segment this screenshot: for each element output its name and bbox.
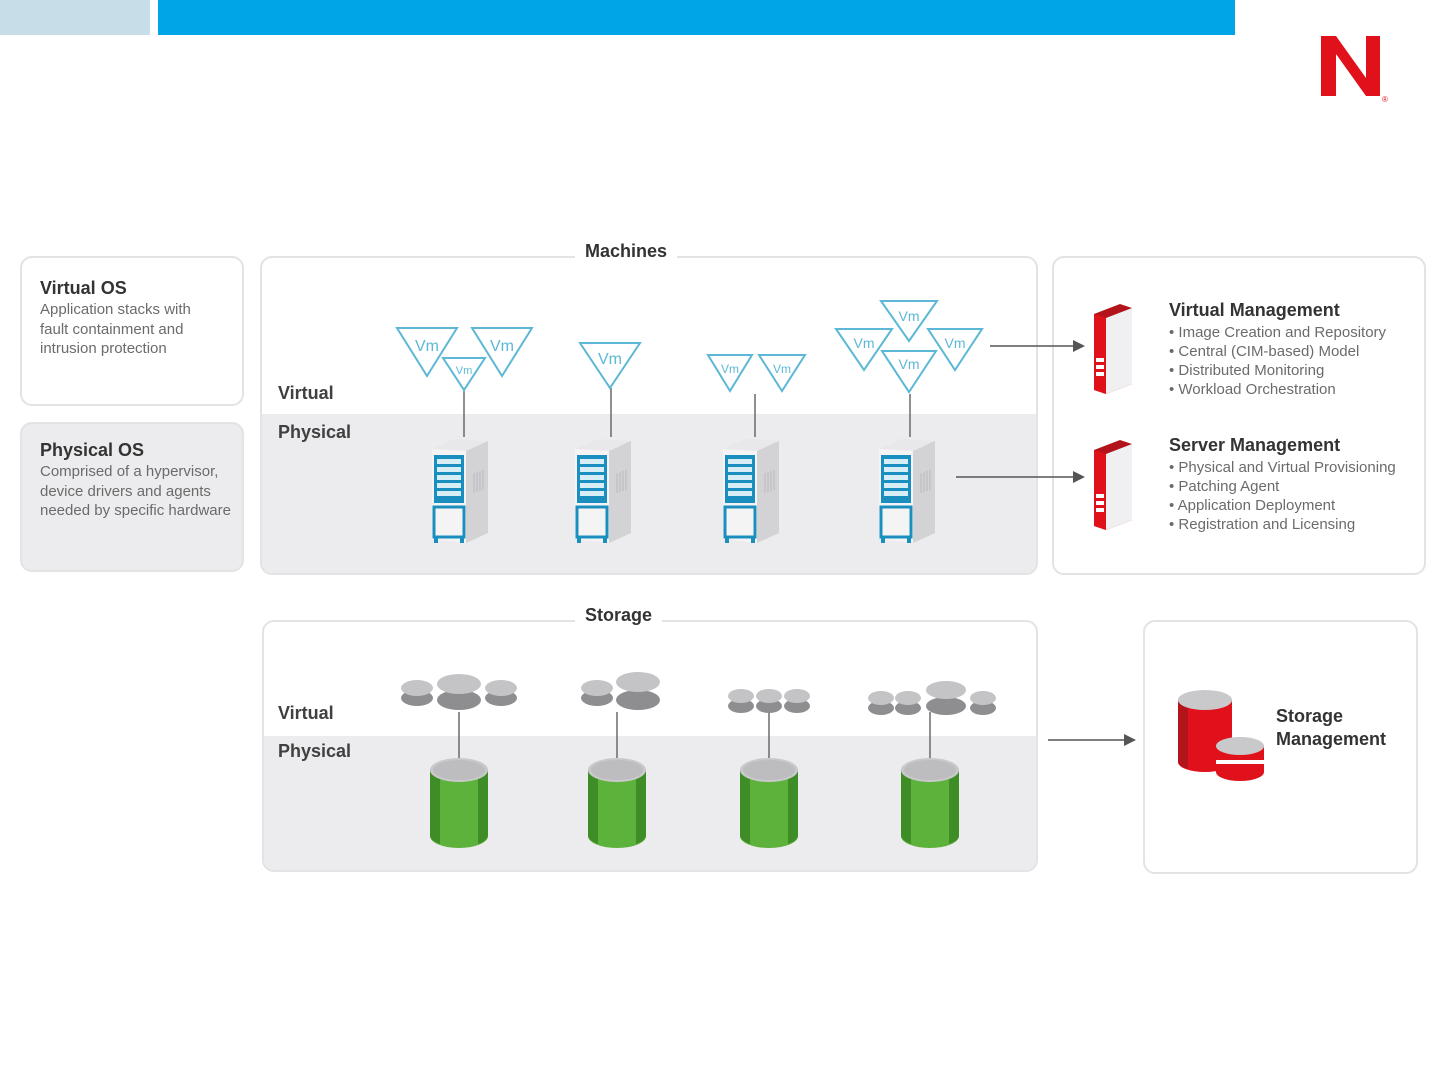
- machines-virtual-label: Virtual: [278, 383, 334, 403]
- svg-text:Vm: Vm: [945, 335, 966, 351]
- machines-physical-label: Physical: [278, 422, 352, 442]
- virtual-os-description: Application stacks with fault containmen…: [40, 301, 191, 357]
- novell-n-logo: ®: [1321, 36, 1388, 104]
- physical-storage-drum-icon: [901, 758, 959, 848]
- virtual-disk-icon: [401, 672, 996, 715]
- list-item: Physical and Virtual Provisioning: [1169, 458, 1395, 477]
- storage-physical-label: Physical: [278, 741, 352, 761]
- storage-virtual-label: Virtual: [278, 703, 334, 723]
- virtual-os-panel: Virtual OS Application stacks with fault…: [20, 256, 244, 406]
- list-item: Registration and Licensing: [1169, 515, 1396, 534]
- server-rack-icon: [430, 437, 490, 545]
- virtual-os-title: Virtual OS: [40, 278, 127, 298]
- physical-storage-drum-icon: [588, 758, 646, 848]
- svg-text:Vm: Vm: [456, 365, 473, 377]
- storage-title: Storage: [575, 605, 663, 626]
- svg-text:Vm: Vm: [721, 362, 739, 376]
- storage-management-label-line2: Management: [1276, 729, 1387, 749]
- list-item: Application Deployment: [1169, 496, 1396, 515]
- vm-labels: Vm Vm Vm Vm Vm Vm Vm Vm Vm Vm: [415, 308, 966, 377]
- list-item: Patching Agent: [1169, 477, 1396, 496]
- svg-text:Vm: Vm: [415, 338, 439, 355]
- svg-text:Vm: Vm: [899, 308, 920, 324]
- server-rack-icon: [721, 437, 781, 545]
- red-server-icon: [1094, 440, 1132, 530]
- virtual-management-list: Image Creation and Repository Central (C…: [1169, 323, 1386, 399]
- physical-storage-drum-icon: [740, 758, 798, 848]
- virtual-management-title: Virtual Management: [1169, 300, 1340, 320]
- storage-panel: [262, 620, 1038, 872]
- svg-text:®: ®: [1382, 95, 1388, 104]
- server-rack-icon: [573, 437, 633, 545]
- red-database-icon: [1178, 690, 1264, 781]
- header-accent-bar: [0, 0, 150, 35]
- machines-title: Machines: [575, 241, 678, 262]
- svg-text:Vm: Vm: [490, 338, 514, 355]
- server-rack-icon: [877, 437, 937, 545]
- vm-triangles: [395, 300, 984, 394]
- physical-os-title: Physical OS: [40, 440, 145, 460]
- header-bar: [158, 0, 1235, 35]
- red-server-icon: [1094, 304, 1132, 394]
- svg-text:Vm: Vm: [854, 335, 875, 351]
- server-management-list: Physical and Virtual Provisioning Patchi…: [1169, 458, 1396, 534]
- list-item: Central (CIM-based) Model: [1169, 342, 1386, 361]
- physical-os-panel: Physical OS Comprised of a hypervisor, d…: [20, 422, 244, 572]
- physical-os-description: Comprised of a hypervisor, device driver…: [40, 463, 231, 519]
- machine-connectors: [463, 388, 911, 437]
- physical-storage-drum-icon: [430, 758, 488, 848]
- svg-text:Vm: Vm: [899, 356, 920, 372]
- svg-text:Vm: Vm: [773, 362, 791, 376]
- server-management-title: Server Management: [1169, 435, 1341, 455]
- list-item: Workload Orchestration: [1169, 380, 1386, 399]
- list-item: Image Creation and Repository: [1169, 323, 1386, 342]
- list-item: Distributed Monitoring: [1169, 361, 1386, 380]
- svg-text:Vm: Vm: [598, 351, 622, 368]
- storage-connectors: [458, 712, 931, 760]
- storage-management-label-line1: Storage: [1276, 706, 1344, 726]
